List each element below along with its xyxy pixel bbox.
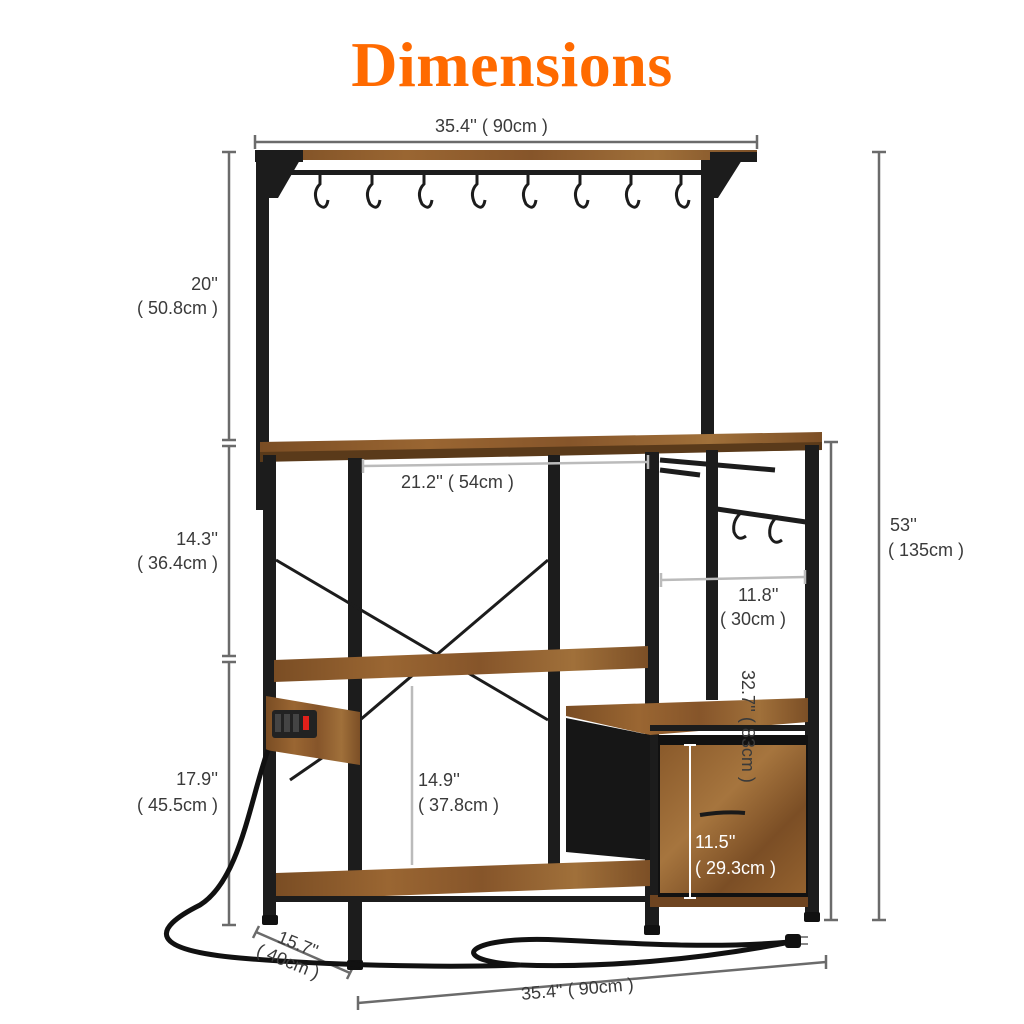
side-hanger-in: 11.8'' [738, 585, 779, 605]
power-switch-icon [303, 716, 309, 730]
top-hooks [313, 172, 691, 209]
page-title: Dimensions [351, 29, 673, 100]
drawer-handle [699, 810, 746, 817]
rack-frame [255, 150, 822, 968]
dimension-lines [222, 135, 886, 1010]
power-cord [164, 749, 791, 969]
total-height-cm: ( 135cm ) [888, 540, 965, 560]
inner-width-label: 21.2'' ( 54cm ) [401, 472, 514, 492]
top-section-height-cm: ( 50.8cm ) [136, 298, 218, 318]
top-width-label: 35.4'' ( 90cm ) [435, 116, 548, 136]
lower-clearance-cm: ( 37.8cm ) [418, 795, 500, 815]
side-hanger-cm: ( 30cm ) [720, 609, 787, 629]
drawer-height-cm: ( 29.3cm ) [695, 858, 777, 878]
counter-height-label: 32.7'' ( 83cm ) [738, 670, 758, 783]
side-hanger [659, 457, 807, 544]
total-height-in: 53'' [890, 515, 917, 535]
drawer-height-in: 11.5'' [695, 832, 736, 852]
drawer-unit [566, 718, 808, 899]
top-section-height-in: 20'' [191, 274, 218, 294]
lower-section-cm: ( 45.5cm ) [136, 795, 218, 815]
power-strip [266, 696, 360, 765]
lower-section-in: 17.9'' [176, 769, 218, 789]
plug-icon [785, 934, 801, 948]
lower-clearance-in: 14.9'' [418, 770, 460, 790]
upper-gap-in: 14.3'' [176, 529, 218, 549]
upper-gap-cm: ( 36.4cm ) [136, 553, 218, 573]
